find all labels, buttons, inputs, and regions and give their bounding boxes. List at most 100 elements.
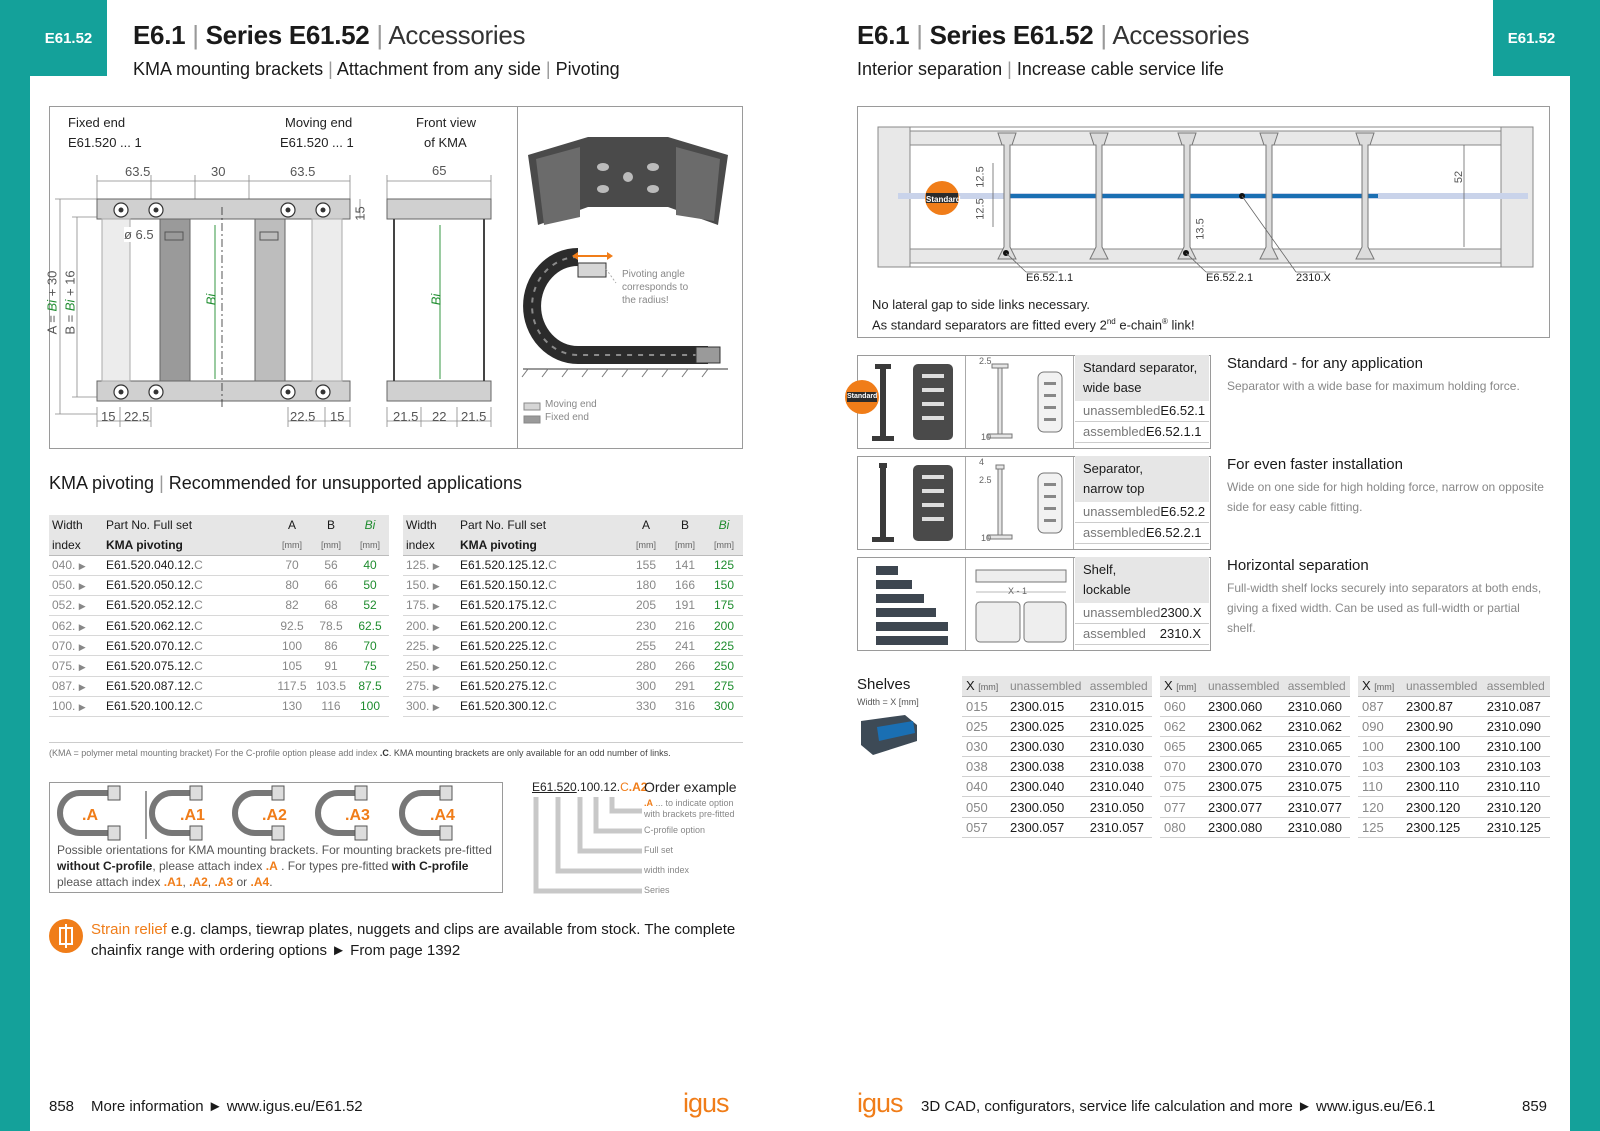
shelf-image: [876, 566, 1067, 645]
series-tab: E61.52: [1493, 0, 1570, 76]
orientation-a3: .A3: [345, 807, 370, 824]
dim-30: 30: [211, 164, 226, 179]
strain-relief-text: Strain relief e.g. clamps, tiewrap plate…: [91, 921, 736, 959]
dim-13-5: 13.5: [1194, 218, 1207, 240]
dim-12-5: 12.5: [974, 198, 987, 220]
teal-stripe: [1570, 0, 1600, 1131]
separator-drawing-panel: Standard 12.5 12.5 13.5 52 E6.52.1.1 E6.…: [857, 106, 1550, 338]
kma-technical-drawing: [55, 175, 492, 427]
legend-moving-end: Moving end: [545, 399, 597, 410]
orientation-a4: .A4: [430, 807, 455, 824]
product-narrow-separator: 4 2.5 10 Separator,narrow top unassemble…: [857, 456, 1557, 552]
shelves-subtitle: Width = X [mm]: [857, 697, 919, 707]
igus-logo: igus: [683, 1088, 730, 1118]
igus-logo: igus: [857, 1088, 904, 1118]
pivot-note: corresponds to: [622, 282, 689, 293]
shelf-photo: [861, 715, 917, 755]
front-view-label-2: of KMA: [424, 135, 467, 150]
section-heading: KMA pivoting | Recommended for unsupport…: [49, 473, 522, 493]
product-description: Horizontal separation Full-width shelf l…: [1227, 557, 1542, 635]
pivot-note: Pivoting angle: [622, 269, 685, 280]
order-example-title: Order example: [644, 779, 737, 795]
dim-hole: ø 6.5: [124, 227, 154, 242]
dim-2-5: 2.5: [979, 475, 992, 485]
dim-a: A = Bi + 30: [44, 270, 60, 335]
orientation-panel: .A .A1 .A2 .A3 .A4 Possible orientations…: [49, 782, 503, 893]
order-example-l5: Series: [644, 885, 670, 895]
front-view-label: Front view: [416, 115, 476, 130]
teal-stripe: [0, 0, 30, 1131]
product-description: Standard - for any application Separator…: [1227, 355, 1520, 393]
product-image-box: X - 1: [857, 557, 1211, 651]
pivot-note: the radius!: [622, 295, 669, 306]
right-page: E61.52 E6.1 | Series E61.52 | Accessorie…: [800, 0, 1600, 1131]
left-page: E61.52 E6.1 | Series E61.52 | Accessorie…: [0, 0, 747, 1131]
drawing-note: No lateral gap to side links necessary.: [872, 297, 1090, 312]
shelves-title: Shelves: [857, 676, 911, 693]
drawing-note: As standard separators are fitted every …: [872, 317, 1195, 333]
order-example-brackets: [533, 797, 642, 894]
strain-relief-icon: [49, 919, 83, 953]
order-example-l2: C-profile option: [644, 825, 706, 835]
dim-b: B = Bi + 16: [62, 270, 78, 335]
footer-info-link[interactable]: More information ► www.igus.eu/E61.52: [91, 1098, 363, 1115]
footer-info-link[interactable]: 3D CAD, configurators, service life calc…: [921, 1098, 1436, 1115]
product-description: For even faster installation Wide on one…: [1227, 456, 1544, 514]
page-title: E6.1 | Series E61.52 | Accessories: [133, 20, 526, 50]
dim-10: 10: [981, 432, 992, 442]
orientation-text: Possible orientations for KMA mounting b…: [57, 843, 492, 889]
kma-pivot-illustration: [521, 137, 728, 424]
dim-63-5: 63.5: [290, 164, 316, 179]
page-title: E6.1 | Series E61.52 | Accessories: [857, 20, 1250, 50]
callout-e6-52-2-1: E6.52.2.1: [1206, 272, 1254, 284]
kma-drawing-panel: Fixed end E61.520 ... 1 Moving end E61.5…: [44, 106, 743, 449]
orientation-a: .A: [82, 807, 98, 824]
dim-15: 15: [352, 206, 368, 221]
product-image-box: 4 2.5 10: [857, 456, 1211, 550]
separator-image: [872, 363, 1063, 441]
fixed-end-pn: E61.520 ... 1: [68, 135, 142, 150]
order-example-pn: E61.520.100.12.C.A2: [532, 780, 648, 794]
order-example-l1b: with brackets pre-fitted: [644, 809, 735, 819]
order-example: E61.520.100.12.C.A2 Order example .A ...…: [532, 779, 747, 895]
dim-bi: Bi: [428, 293, 444, 306]
table-footnote: (KMA = polymer metal mounting bracket) F…: [49, 742, 743, 758]
legend-fixed-end: Fixed end: [545, 412, 589, 423]
moving-end-label: Moving end: [285, 115, 353, 130]
dim-2-5: 2.5: [979, 356, 992, 366]
separator-image: [872, 463, 1063, 542]
dim-x-1: X - 1: [1008, 586, 1028, 596]
dim-21-5: 21.5: [461, 409, 487, 424]
divider: [517, 107, 518, 448]
dim-22: 22: [432, 409, 447, 424]
dim-12-5: 12.5: [974, 166, 987, 188]
